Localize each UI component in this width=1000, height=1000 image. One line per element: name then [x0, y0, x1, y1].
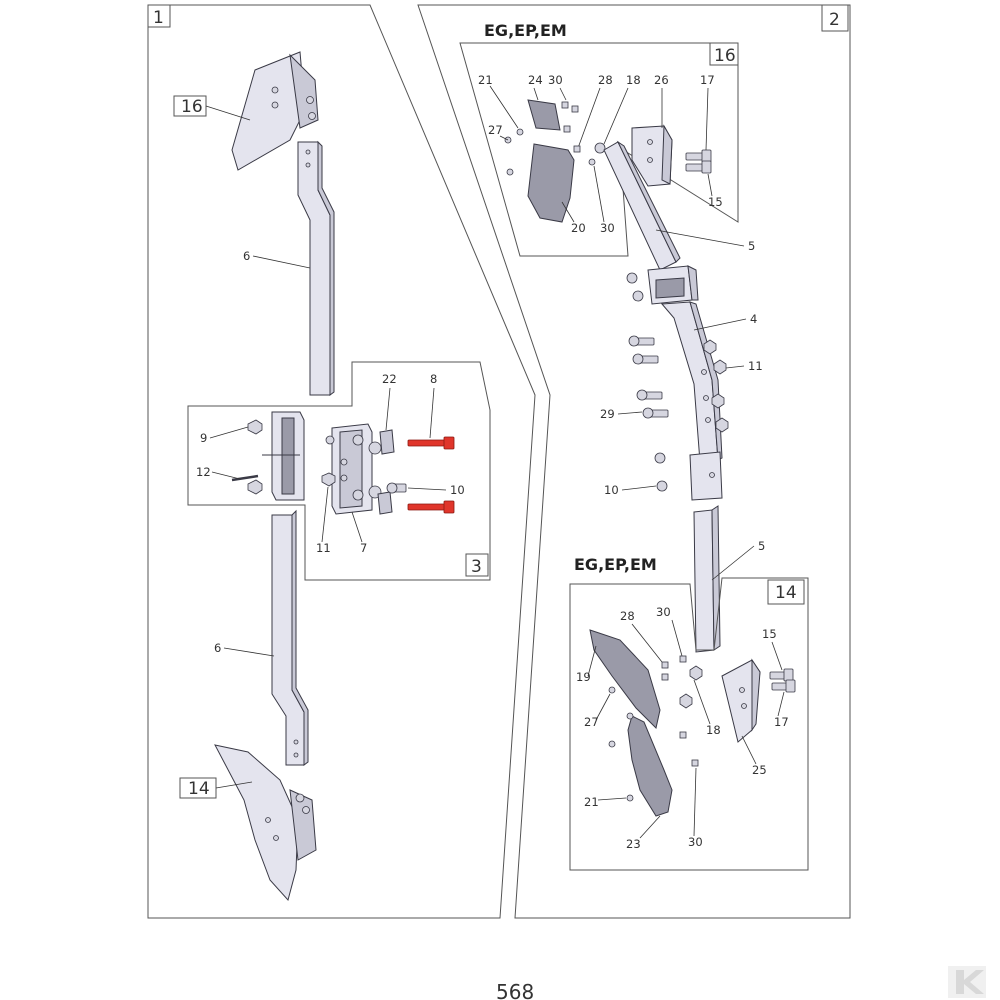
leg-6-upper — [297, 140, 335, 396]
detail-16-right-label: 16 — [714, 46, 736, 66]
nut-9 — [247, 419, 263, 435]
callout-12: 12 — [196, 465, 211, 479]
callout-4: 4 — [750, 312, 757, 326]
panel-2-frame — [417, 4, 851, 919]
callout-30-top: 30 — [548, 73, 563, 87]
mouldboard-16-top — [231, 51, 319, 171]
callout-6-upper: 6 — [243, 249, 250, 263]
callout-10-left: 10 — [450, 483, 465, 497]
leg-6-lower — [271, 509, 309, 766]
callout-11-right: 11 — [748, 359, 763, 373]
panel-1: 1 16 6 3 — [147, 4, 536, 919]
bolts-left-column — [626, 272, 669, 492]
bracket-26 — [631, 124, 673, 187]
share-14-bottom — [214, 744, 317, 902]
callout-5-bottom: 5 — [758, 539, 765, 553]
detail-14-frame — [569, 577, 809, 871]
callout-17-top: 17 — [700, 73, 715, 87]
share-23 — [627, 715, 673, 817]
callout-18-top: 18 — [626, 73, 641, 87]
callout-15-top: 15 — [708, 195, 723, 209]
callout-19: 19 — [576, 670, 591, 684]
bolts-15-17-bottom — [769, 668, 796, 693]
nuts-right-column — [703, 339, 729, 433]
callout-22: 22 — [382, 372, 397, 386]
page-number: 568 — [496, 980, 534, 1000]
panel-1-tag-box — [147, 4, 171, 28]
callout-20: 20 — [571, 221, 586, 235]
callout-28-bottom: 28 — [620, 609, 635, 623]
detail-3-frame — [187, 361, 491, 581]
clamp-7 — [325, 423, 382, 515]
callout-8: 8 — [430, 372, 437, 386]
panel-1-number: 1 — [153, 8, 164, 28]
callout-9: 9 — [200, 431, 207, 445]
panel-2-number: 2 — [829, 10, 840, 30]
callout-28-top: 28 — [598, 73, 613, 87]
callout-26: 26 — [654, 73, 669, 87]
nut-lower-left — [247, 479, 263, 495]
bolts-8 — [407, 436, 455, 514]
callout-24: 24 — [528, 73, 543, 87]
callout-30-bottom-top: 30 — [656, 605, 671, 619]
nut-11 — [321, 472, 336, 487]
callout-6-lower: 6 — [214, 641, 221, 655]
callout-21-bottom: 21 — [584, 795, 599, 809]
clamp-left — [262, 411, 305, 501]
nuts-18 — [679, 665, 703, 709]
leg-4 — [647, 265, 723, 501]
bolts-17-15 — [685, 149, 712, 174]
callout-27-top: 27 — [488, 123, 503, 137]
variant-label-top: EG,EP,EM — [484, 21, 567, 40]
detail-3-label: 3 — [471, 557, 482, 577]
callout-25: 25 — [752, 763, 767, 777]
detail-14-label: 14 — [188, 779, 210, 799]
callout-5-top: 5 — [748, 239, 755, 253]
detail-14-right-label: 14 — [775, 583, 797, 603]
variant-label-bottom: EG,EP,EM — [574, 555, 657, 574]
bracket-25 — [721, 658, 761, 743]
leg-5-upper — [603, 140, 681, 271]
pin-12 — [231, 474, 259, 482]
panel-2: 2 EG,EP,EM 16 24 21 30 28 18 — [417, 4, 851, 919]
plates-22 — [377, 429, 395, 515]
panel-1-frame — [147, 4, 536, 919]
brand-logo — [948, 966, 986, 998]
callout-7: 7 — [360, 541, 367, 555]
callout-11-left: 11 — [316, 541, 331, 555]
share-19 — [589, 629, 661, 729]
callout-21-top: 21 — [478, 73, 493, 87]
callout-29: 29 — [600, 407, 615, 421]
part-24 — [527, 99, 561, 131]
callout-30-bottom: 30 — [688, 835, 703, 849]
callout-23: 23 — [626, 837, 641, 851]
callout-15-bottom: 15 — [762, 627, 777, 641]
callout-27-bottom: 27 — [584, 715, 599, 729]
detail-16-label: 16 — [181, 97, 203, 117]
callout-18-bottom: 18 — [706, 723, 721, 737]
panel-2-tag-box — [821, 4, 849, 32]
callout-30-mid: 30 — [600, 221, 615, 235]
callout-17-bottom: 17 — [774, 715, 789, 729]
bolt-10-left — [386, 482, 407, 494]
callout-10-right: 10 — [604, 483, 619, 497]
